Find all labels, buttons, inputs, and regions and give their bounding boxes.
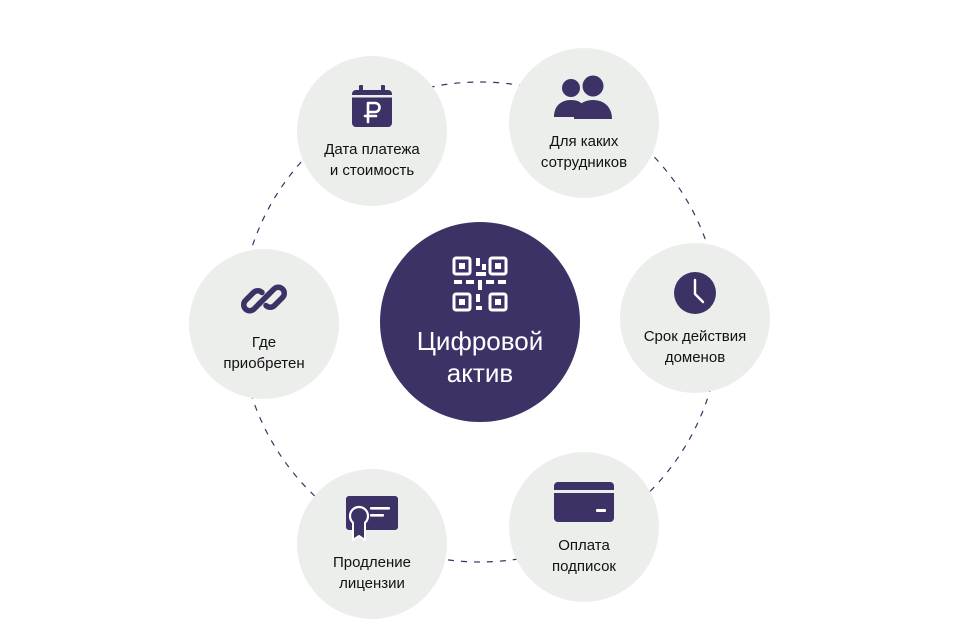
node-label: Где приобретен — [223, 334, 305, 372]
node-label: Дата платежа и стоимость — [324, 141, 420, 179]
node-label: Для каких сотрудников — [540, 133, 628, 171]
node-license-renewal: Продление лицензии — [297, 469, 447, 619]
certificate-icon — [344, 494, 400, 544]
center-digital-asset: Цифровой актив — [380, 222, 580, 422]
node-label: Продление лицензии — [333, 554, 411, 592]
link-icon — [239, 274, 289, 324]
node-payment-date: Дата платежа и стоимость — [297, 56, 447, 206]
node-staff: Для каких сотрудников — [509, 48, 659, 198]
node-label: Срок действия доменов — [643, 328, 747, 366]
qr-code-icon — [451, 255, 509, 313]
credit-card-icon — [552, 477, 616, 527]
node-domain-validity: Срок действия доменов — [620, 243, 770, 393]
calendar-ruble-icon — [347, 81, 397, 131]
clock-icon — [672, 268, 718, 318]
node-label: Оплата подписок — [552, 537, 616, 575]
users-icon — [552, 73, 616, 123]
node-subscriptions: Оплата подписок — [509, 452, 659, 602]
center-title: Цифровой актив — [416, 326, 544, 388]
node-where-acquired: Где приобретен — [189, 249, 339, 399]
